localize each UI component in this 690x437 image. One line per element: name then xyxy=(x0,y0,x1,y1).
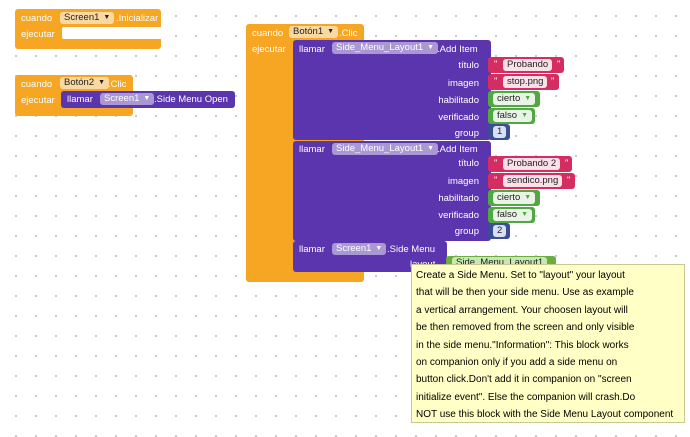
call-keyword: llamar xyxy=(67,94,93,105)
do-keyword: ejecutar xyxy=(21,95,55,106)
dropdown-arrow-icon: ▼ xyxy=(327,28,335,35)
param-label-titulo: título xyxy=(458,158,479,169)
param-label-verificado: verificado xyxy=(438,112,479,123)
param-label-habilitado: habilitado xyxy=(438,193,479,204)
event-name: .Clic xyxy=(339,28,358,39)
call-keyword: llamar xyxy=(299,44,325,55)
event-keyword: cuando xyxy=(21,13,53,24)
do-keyword: ejecutar xyxy=(252,44,286,55)
component-name: Screen1 xyxy=(336,243,372,254)
param-label-habilitado: habilitado xyxy=(438,95,479,106)
call-side-menu-open-block[interactable]: llamar Screen1 ▼ .Side Menu Open xyxy=(61,91,235,108)
quote-close-icon: " xyxy=(557,59,561,70)
quote-open-icon: " xyxy=(494,158,498,169)
param-label-titulo: título xyxy=(458,60,479,71)
tooltip-line: Create a Side Menu. Set to "layout" your… xyxy=(416,270,625,281)
text-value[interactable]: stop.png xyxy=(503,76,548,88)
number-value[interactable]: 2 xyxy=(493,225,507,237)
boolean-value: cierto xyxy=(497,192,521,203)
dropdown-arrow-icon: ▼ xyxy=(427,44,435,51)
event-block-screen1-initialize[interactable]: cuando Screen1 ▼ .Inicializar ejecutar xyxy=(15,9,161,49)
tooltip-line: a vertical arrangement. Your choosen lay… xyxy=(416,304,628,316)
param-label-verificado: verificado xyxy=(438,210,479,221)
param-label-group: group xyxy=(454,226,479,237)
tooltip-line: initialize event". Else the companion wi… xyxy=(416,391,636,403)
tooltip-line: be then removed from the screen and only… xyxy=(416,322,635,334)
boolean-dropdown[interactable]: falso ▼ xyxy=(493,209,533,221)
boolean-value: cierto xyxy=(497,93,521,104)
dropdown-arrow-icon: ▼ xyxy=(98,79,106,86)
dropdown-arrow-icon: ▼ xyxy=(521,112,529,119)
quote-close-icon: " xyxy=(565,158,569,169)
text-value[interactable]: Probando xyxy=(503,59,553,71)
component-dropdown-button1[interactable]: Botón1 ▼ xyxy=(289,26,339,38)
boolean-dropdown[interactable]: falso ▼ xyxy=(493,110,533,122)
call-keyword: llamar xyxy=(299,244,325,255)
event-name: .Clic xyxy=(108,79,127,90)
number-value[interactable]: 1 xyxy=(493,126,507,138)
event-name: .Inicializar xyxy=(116,13,159,24)
component-name: Screen1 xyxy=(104,93,140,104)
tooltip-line: in the side menu."Information": This blo… xyxy=(416,339,629,351)
component-name: Side_Menu_Layout1 xyxy=(336,143,424,154)
logic-block-verificado-1[interactable]: falso ▼ xyxy=(488,108,535,124)
method-name: .Side Menu xyxy=(387,244,436,255)
do-keyword: ejecutar xyxy=(21,29,55,40)
quote-open-icon: " xyxy=(494,76,498,87)
method-name: .Add Item xyxy=(437,44,478,55)
component-dropdown-side-menu-layout[interactable]: Side_Menu_Layout1 ▼ xyxy=(332,143,439,155)
event-keyword: cuando xyxy=(252,28,284,39)
param-label-imagen: imagen xyxy=(447,176,479,187)
call-keyword: llamar xyxy=(299,144,325,155)
tooltip-line: NOT use this block with the Side Menu La… xyxy=(416,409,674,421)
call-add-item-block-1[interactable]: llamar Side_Menu_Layout1 ▼ .Add Item tít… xyxy=(293,40,491,140)
component-dropdown-screen1[interactable]: Screen1 ▼ xyxy=(60,12,115,24)
method-name: .Side Menu Open xyxy=(154,94,228,105)
component-dropdown-screen1[interactable]: Screen1 ▼ xyxy=(100,93,155,105)
block-tooltip: Create a Side Menu. Set to "layout" your… xyxy=(411,264,685,423)
text-block-titulo-2[interactable]: " Probando 2 " xyxy=(488,156,572,172)
logic-block-habilitado-1[interactable]: cierto ▼ xyxy=(488,91,540,107)
math-block-group-2[interactable]: 2 xyxy=(488,223,510,239)
tooltip-line: button click.Don't add it in companion o… xyxy=(416,374,632,386)
boolean-value: falso xyxy=(497,209,518,220)
boolean-dropdown[interactable]: cierto ▼ xyxy=(493,192,536,204)
quote-open-icon: " xyxy=(494,175,498,186)
component-name: Botón1 xyxy=(293,26,324,37)
component-dropdown-button2[interactable]: Botón2 ▼ xyxy=(60,77,110,89)
component-name: Side_Menu_Layout1 xyxy=(336,42,424,53)
tooltip-line: that will be then your side menu. Use as… xyxy=(416,287,634,299)
boolean-value: falso xyxy=(497,110,518,121)
dropdown-arrow-icon: ▼ xyxy=(524,95,532,102)
component-dropdown-side-menu-layout[interactable]: Side_Menu_Layout1 ▼ xyxy=(332,42,439,54)
dropdown-arrow-icon: ▼ xyxy=(427,145,435,152)
text-block-titulo-1[interactable]: " Probando " xyxy=(488,57,564,73)
dropdown-arrow-icon: ▼ xyxy=(103,14,111,21)
dropdown-arrow-icon: ▼ xyxy=(375,245,383,252)
dropdown-arrow-icon: ▼ xyxy=(524,194,532,201)
text-value[interactable]: sendico.png xyxy=(503,175,563,187)
logic-block-habilitado-2[interactable]: cierto ▼ xyxy=(488,190,540,206)
boolean-dropdown[interactable]: cierto ▼ xyxy=(493,93,536,105)
quote-close-icon: " xyxy=(567,175,571,186)
component-name: Botón2 xyxy=(64,77,95,88)
math-block-group-1[interactable]: 1 xyxy=(488,124,510,140)
quote-close-icon: " xyxy=(551,76,555,87)
text-block-imagen-2[interactable]: " sendico.png " xyxy=(488,173,575,189)
method-name: .Add Item xyxy=(437,144,478,155)
param-label-group: group xyxy=(454,128,479,139)
call-add-item-block-2[interactable]: llamar Side_Menu_Layout1 ▼ .Add Item tít… xyxy=(293,141,491,241)
text-value[interactable]: Probando 2 xyxy=(503,158,561,170)
dropdown-arrow-icon: ▼ xyxy=(521,211,529,218)
param-label-imagen: imagen xyxy=(447,78,479,89)
empty-statement-slot xyxy=(62,27,161,39)
component-name: Screen1 xyxy=(64,12,100,23)
quote-open-icon: " xyxy=(494,59,498,70)
logic-block-verificado-2[interactable]: falso ▼ xyxy=(488,207,535,223)
dropdown-arrow-icon: ▼ xyxy=(143,95,151,102)
tooltip-line: on companion only if you add a side menu… xyxy=(416,357,618,369)
text-block-imagen-1[interactable]: " stop.png " xyxy=(488,74,559,90)
event-keyword: cuando xyxy=(21,79,53,90)
component-dropdown-screen1[interactable]: Screen1 ▼ xyxy=(332,243,387,255)
